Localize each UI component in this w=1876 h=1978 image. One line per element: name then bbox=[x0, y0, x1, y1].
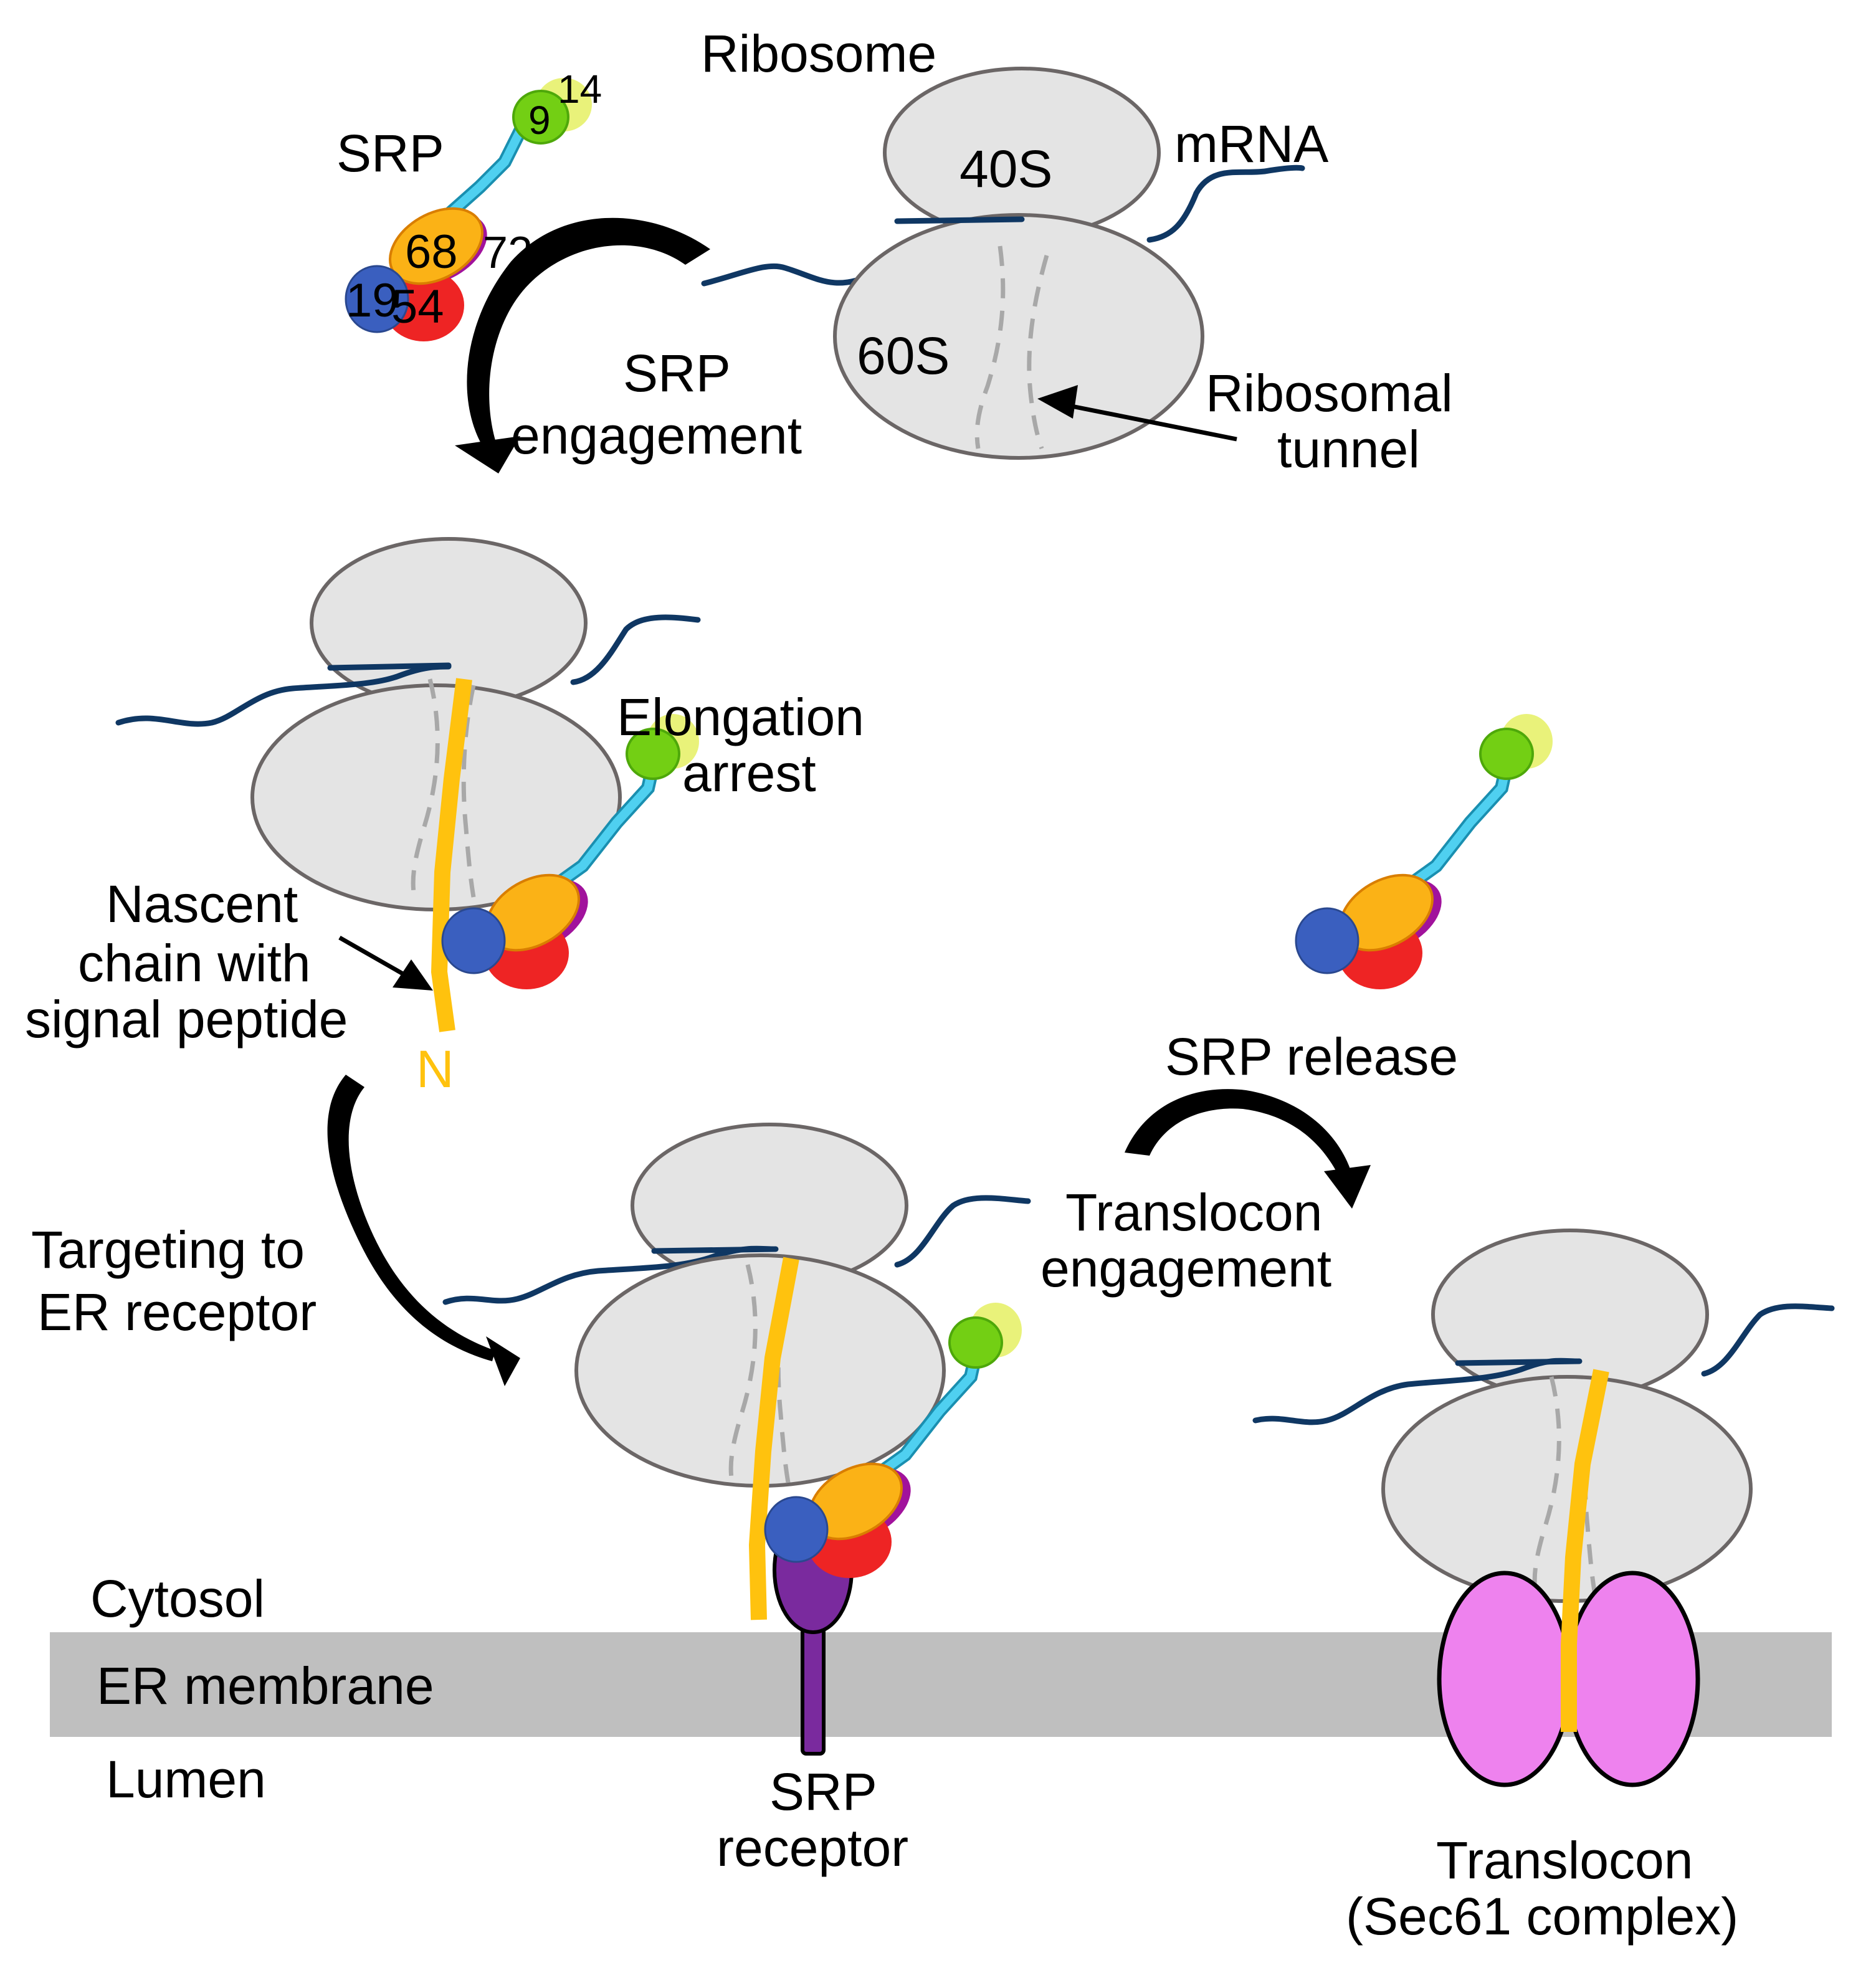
label-translocon-engagement-1: Translocon bbox=[1065, 1183, 1322, 1242]
svg-text:14: 14 bbox=[558, 67, 602, 112]
srp-engagement-arrow bbox=[455, 217, 710, 473]
srp-release-arrow bbox=[1125, 1089, 1371, 1209]
label-nascent-2: chain with bbox=[78, 934, 311, 992]
ribosomal-tunnel bbox=[974, 245, 1006, 449]
tunnel-pointer-arrow bbox=[1037, 385, 1237, 442]
small-subunit bbox=[1431, 1229, 1709, 1400]
label-targeting-2: ER receptor bbox=[37, 1283, 317, 1341]
label-translocon-1: Translocon bbox=[1436, 1831, 1693, 1890]
srp-receptor-stalk bbox=[801, 1618, 826, 1756]
translocon-left-half bbox=[1437, 1571, 1573, 1787]
label-n-terminus: N bbox=[416, 1040, 454, 1098]
label-60s: 60S bbox=[857, 326, 950, 385]
svg-text:68: 68 bbox=[405, 226, 458, 278]
label-translocon-2: (Sec61 complex) bbox=[1346, 1887, 1738, 1946]
label-srp-release: SRP release bbox=[1165, 1027, 1458, 1086]
label-ribosomal-tunnel-2: tunnel bbox=[1277, 420, 1420, 478]
nascent-pointer-arrow bbox=[338, 935, 433, 991]
label-nascent-3: signal peptide bbox=[25, 990, 348, 1048]
svg-text:54: 54 bbox=[391, 280, 444, 333]
label-lumen: Lumen bbox=[106, 1750, 266, 1809]
srp19-subunit bbox=[345, 265, 409, 333]
label-translocon-engagement-2: engagement bbox=[1040, 1239, 1331, 1298]
label-40s: 40S bbox=[959, 140, 1052, 198]
label-srp: SRP bbox=[336, 124, 444, 183]
label-srp-receptor-2: receptor bbox=[717, 1819, 908, 1877]
label-targeting-1: Targeting to bbox=[31, 1220, 305, 1279]
translocon-right-half bbox=[1564, 1571, 1700, 1787]
label-elongation-arrest-1: Elongation bbox=[617, 688, 864, 746]
translocon-bound-complex bbox=[1252, 1229, 1835, 1787]
label-elongation-arrest-2: arrest bbox=[682, 744, 816, 802]
label-srp-receptor-1: SRP bbox=[769, 1762, 877, 1821]
targeting-arrow bbox=[327, 1075, 520, 1386]
svg-text:19: 19 bbox=[346, 274, 399, 327]
srp9-subunit bbox=[512, 90, 569, 145]
label-ribosome: Ribosome bbox=[701, 24, 936, 83]
label-ribosomal-tunnel-1: Ribosomal bbox=[1206, 364, 1453, 422]
mrna-strand bbox=[115, 663, 452, 727]
label-mrna: mRNA bbox=[1174, 115, 1328, 173]
arrested-ribosome-complex bbox=[115, 537, 699, 1032]
receptor-bound-complex bbox=[442, 1123, 1031, 1756]
label-srp-engagement-1: SRP bbox=[623, 344, 731, 402]
nascent-chain bbox=[431, 678, 472, 1032]
large-subunit-60s bbox=[833, 213, 1204, 460]
label-er-membrane: ER membrane bbox=[97, 1657, 434, 1715]
released-srp bbox=[1296, 714, 1553, 989]
free-srp-labeled: 14 9 68 72 19 54 bbox=[345, 67, 602, 341]
label-srp-engagement-2: engagement bbox=[511, 406, 802, 465]
label-cytosol: Cytosol bbox=[90, 1569, 265, 1628]
label-nascent-1: Nascent bbox=[106, 875, 298, 933]
free-ribosome: 40S 60S bbox=[701, 67, 1305, 460]
svg-text:9: 9 bbox=[528, 98, 551, 143]
